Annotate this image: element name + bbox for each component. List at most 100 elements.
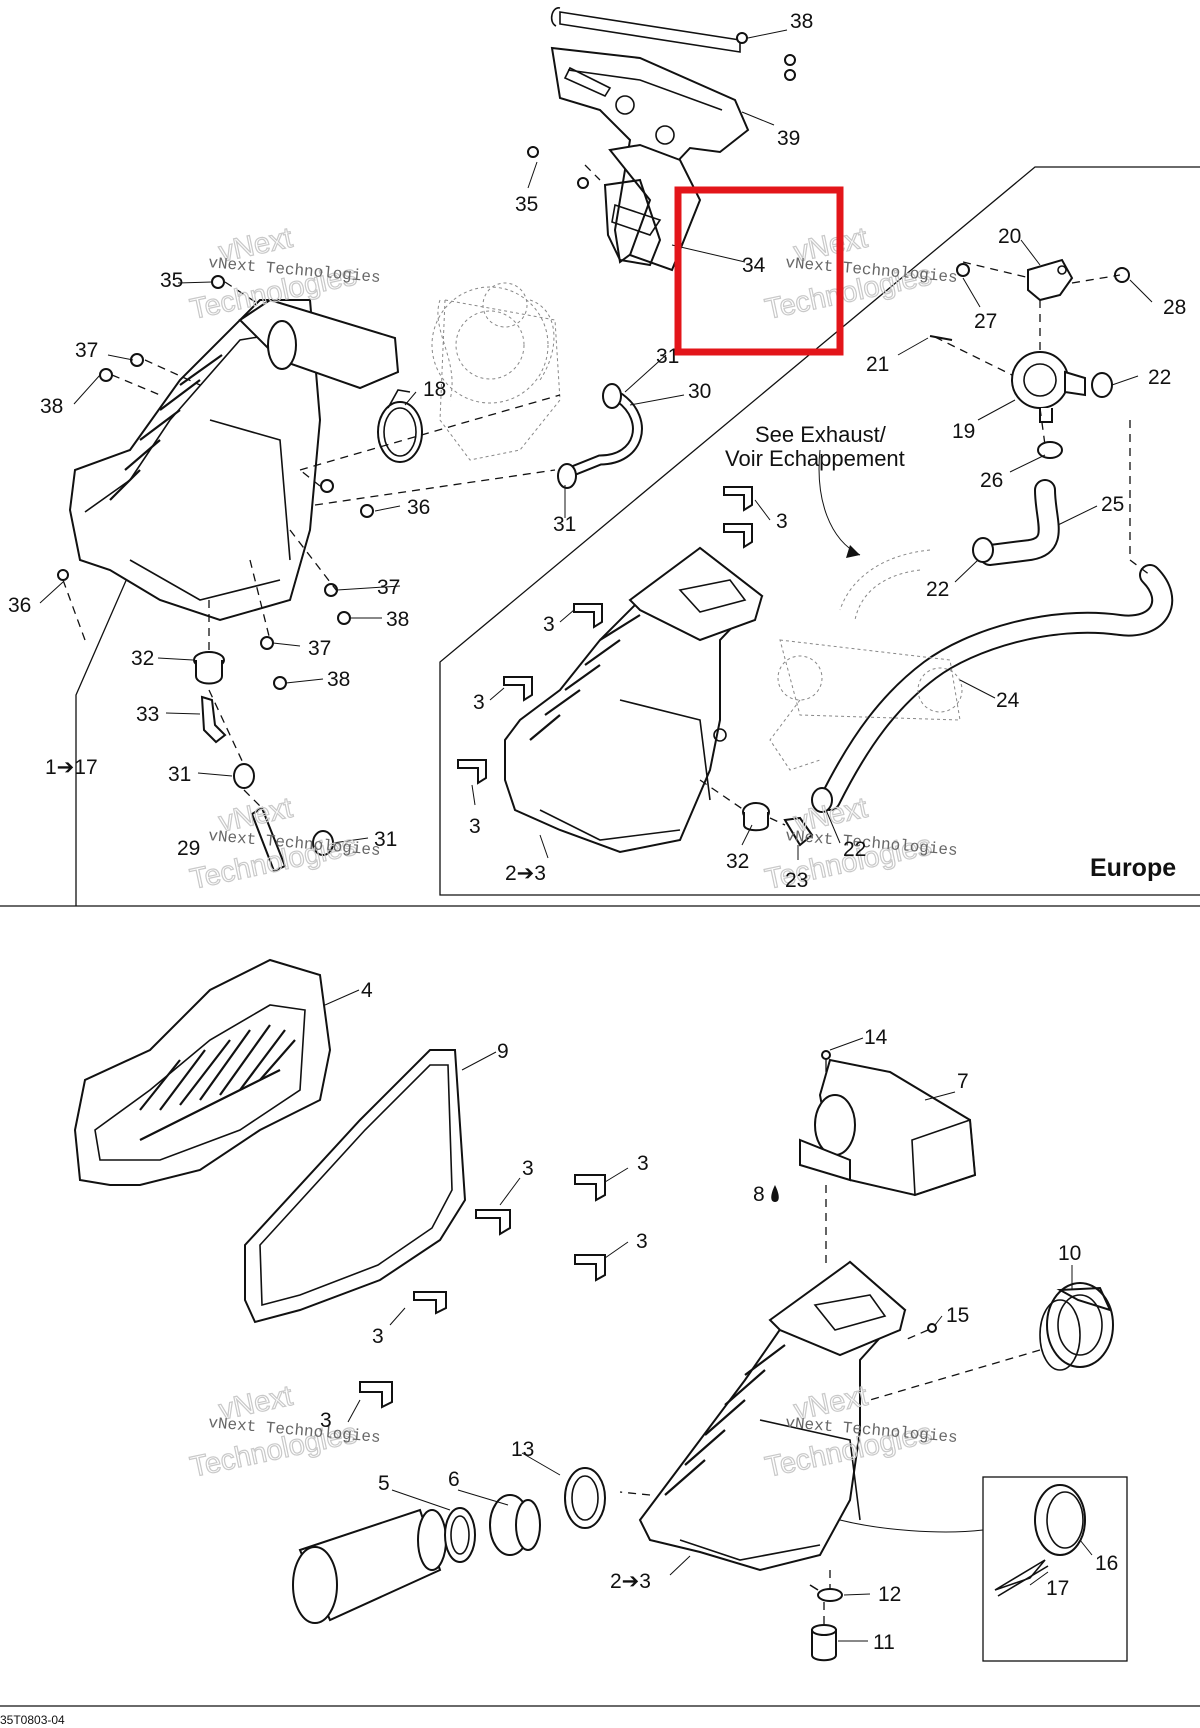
callout-3: 3 xyxy=(473,691,485,714)
callout-36: 36 xyxy=(8,594,31,617)
heat-shield-34 xyxy=(550,7,750,272)
snorkel-7 xyxy=(799,1058,977,1197)
adhesive-drop-8 xyxy=(771,1185,779,1202)
see-exhaust-arrowhead xyxy=(846,545,860,558)
callout-16: 16 xyxy=(1095,1552,1118,1575)
see-exhaust-note-line1: See Exhaust/ xyxy=(755,422,887,447)
callout-8: 8 xyxy=(753,1183,765,1206)
adapter-10 xyxy=(1039,1282,1114,1371)
callout-10: 10 xyxy=(1058,1242,1081,1265)
callout-32: 32 xyxy=(131,647,154,670)
callout-4: 4 xyxy=(361,979,373,1002)
callout-39: 39 xyxy=(777,127,800,150)
callout-3: 3 xyxy=(522,1157,534,1180)
callout-22: 22 xyxy=(843,838,866,861)
hose-30 xyxy=(557,383,643,489)
valve-19 xyxy=(929,335,1113,459)
callout-2-to-3: 2➔3 xyxy=(610,1570,651,1593)
callout-20: 20 xyxy=(998,225,1021,248)
clips-europe xyxy=(457,486,753,785)
callout-3: 3 xyxy=(320,1409,332,1432)
clips-lower xyxy=(359,1174,606,1409)
callout-21: 21 xyxy=(866,353,889,376)
callout-22: 22 xyxy=(926,578,949,601)
callout-13: 13 xyxy=(511,1438,534,1461)
callout-3: 3 xyxy=(776,510,788,533)
callout-31: 31 xyxy=(374,828,397,851)
exhaust-ghost xyxy=(769,549,963,771)
callout-29: 29 xyxy=(177,837,200,860)
upper-left-dash-lines xyxy=(62,164,601,809)
hoses-24-25 xyxy=(819,420,1174,811)
callout-1-to-17: 1➔17 xyxy=(45,756,98,779)
callout-28: 28 xyxy=(1163,296,1186,319)
callout-26: 26 xyxy=(980,469,1003,492)
callout-14: 14 xyxy=(864,1026,888,1049)
drain-plug-11-12 xyxy=(809,1584,843,1662)
upper-fasteners xyxy=(57,32,796,690)
drain-parts-upper-left xyxy=(193,651,334,873)
europe-dash-lines xyxy=(934,261,1121,446)
lower-dash-lines xyxy=(619,1185,1041,1625)
rings-6-13 xyxy=(444,1467,606,1563)
callout-30: 30 xyxy=(688,380,711,403)
callout-12: 12 xyxy=(878,1583,901,1606)
callout-27: 27 xyxy=(974,310,997,333)
bracket-20 xyxy=(956,258,1130,302)
callout-22: 22 xyxy=(1148,366,1171,389)
callout-31: 31 xyxy=(656,345,679,368)
callout-3: 3 xyxy=(372,1325,384,1348)
callout-38: 38 xyxy=(327,668,350,691)
airbox-cover-4 xyxy=(73,958,332,1186)
callout-3: 3 xyxy=(636,1230,648,1253)
callout-35: 35 xyxy=(160,269,183,292)
callout-38: 38 xyxy=(790,10,813,33)
callout-25: 25 xyxy=(1101,493,1124,516)
airbox-lower xyxy=(638,1260,907,1572)
callout-24: 24 xyxy=(996,689,1020,712)
callout-3: 3 xyxy=(469,815,481,838)
callout-33: 33 xyxy=(136,703,159,726)
gasket-9 xyxy=(244,1049,467,1324)
callout-19: 19 xyxy=(952,420,975,443)
callout-23: 23 xyxy=(785,869,808,892)
airbox-europe xyxy=(504,546,764,854)
frame-lines xyxy=(0,166,1200,1707)
callout-34: 34 xyxy=(742,254,766,277)
callout-2-to-3: 2➔3 xyxy=(505,862,546,885)
callout-37: 37 xyxy=(377,576,400,599)
screw-14 xyxy=(821,1050,831,1072)
callout-36: 36 xyxy=(407,496,430,519)
airbox-upper-left xyxy=(68,298,400,622)
callout-31: 31 xyxy=(553,513,576,536)
callout-31: 31 xyxy=(168,763,191,786)
highlight-box xyxy=(674,186,844,356)
callout-37: 37 xyxy=(308,637,331,660)
callout-32: 32 xyxy=(726,850,749,873)
leader-lines xyxy=(39,29,1153,1642)
callout-6: 6 xyxy=(448,1468,460,1491)
callout-3: 3 xyxy=(637,1152,649,1175)
callout-3: 3 xyxy=(543,613,555,636)
fitting-15 xyxy=(927,1323,937,1333)
drain-parts-europe xyxy=(699,779,833,847)
callout-11: 11 xyxy=(873,1631,895,1654)
region-label: Europe xyxy=(1090,854,1176,882)
callout-5: 5 xyxy=(378,1472,390,1495)
carburetor-ghost xyxy=(431,282,561,461)
callout-38: 38 xyxy=(386,608,409,631)
figure-code: 35T0803-04 xyxy=(0,1713,65,1727)
callout-15: 15 xyxy=(946,1304,969,1327)
callout-17: 17 xyxy=(1046,1577,1069,1600)
callout-7: 7 xyxy=(957,1070,969,1093)
inset-box-16-17 xyxy=(982,1476,1128,1662)
callout-35: 35 xyxy=(515,193,538,216)
callout-37: 37 xyxy=(75,339,98,362)
clamp-18 xyxy=(377,389,423,463)
callout-18: 18 xyxy=(423,378,446,401)
callout-38: 38 xyxy=(40,395,63,418)
callout-labels: 38 39 35 34 35 37 38 18 31 30 36 31 36 3… xyxy=(8,10,1186,1654)
see-exhaust-note-line2: Voir Echappement xyxy=(725,446,905,471)
filter-5 xyxy=(292,1508,447,1624)
